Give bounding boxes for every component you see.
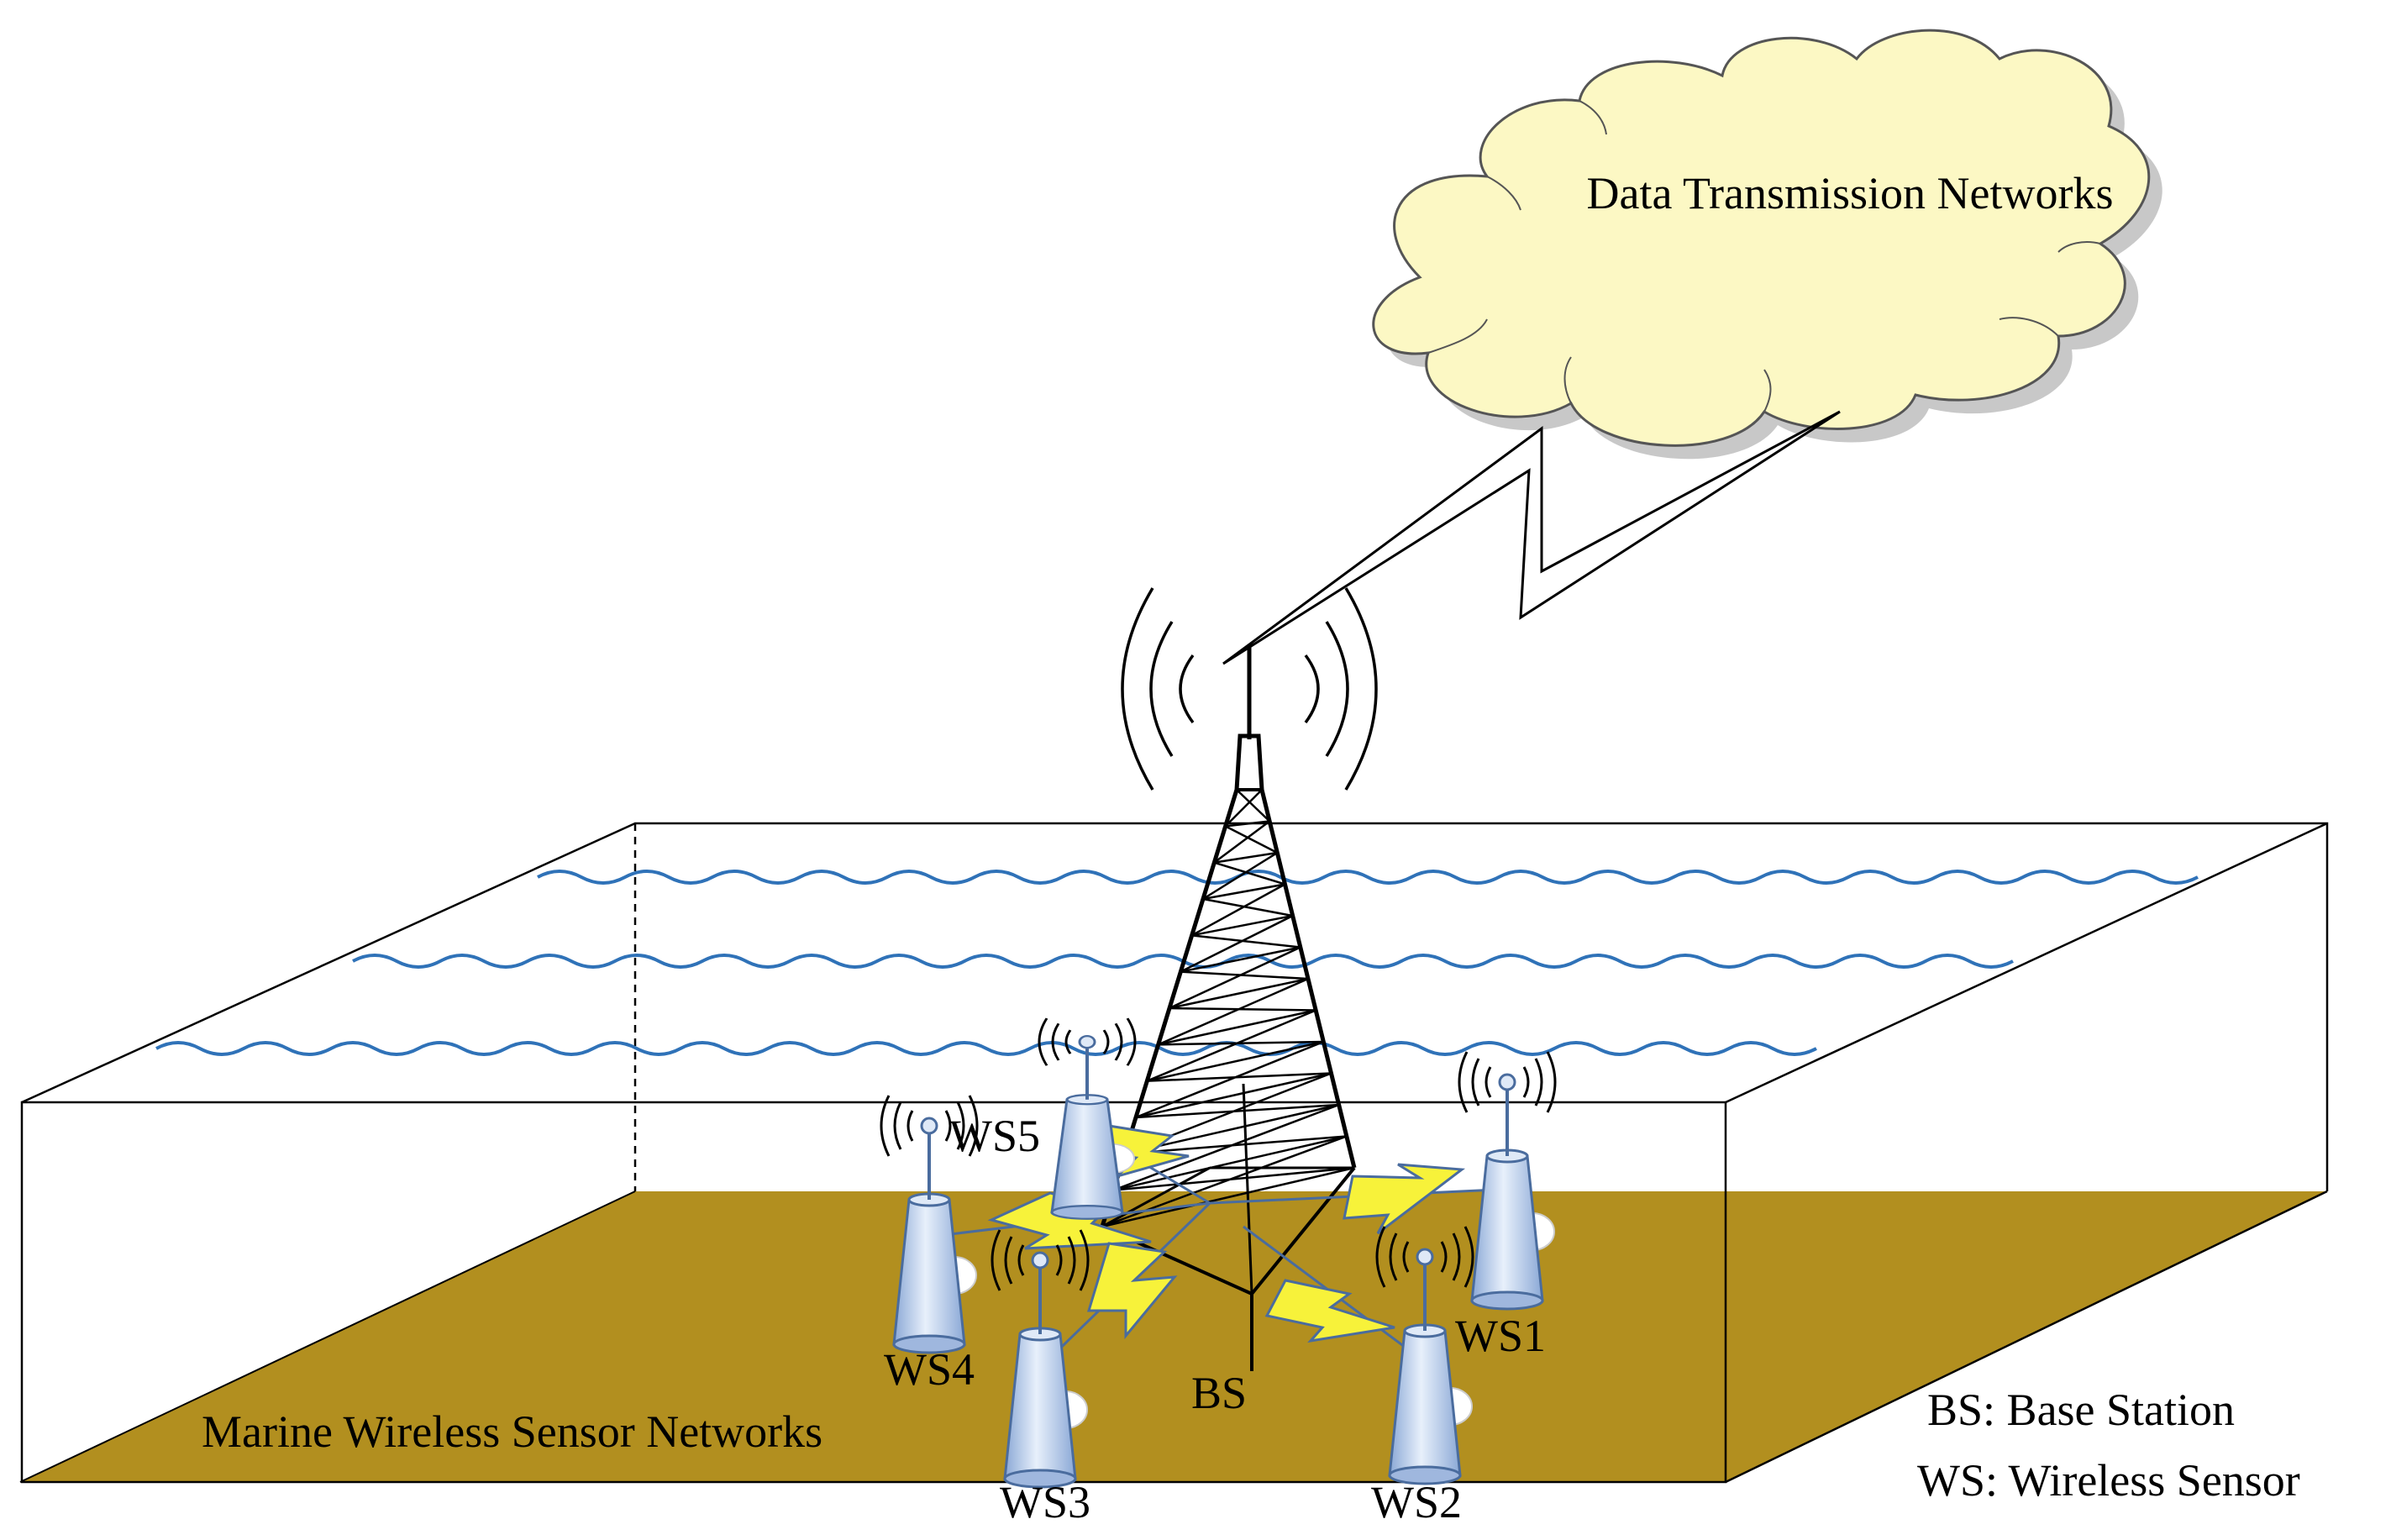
tower-brace (1169, 1007, 1316, 1012)
region-label: Marine Wireless Sensor Networks (202, 1406, 822, 1457)
tower-brace (1224, 789, 1263, 828)
tower-brace (1225, 825, 1278, 854)
data-transmission-cloud: Data Transmission Networks (1372, 29, 2162, 460)
wave-line (537, 870, 2199, 885)
ws4-label: WS4 (884, 1344, 975, 1395)
seabed-floor (20, 1191, 2327, 1482)
tower-brace (1213, 820, 1270, 864)
wave-line (155, 1041, 1817, 1056)
tower-brace (1147, 1072, 1332, 1082)
legend-bs: BS: Base Station (1927, 1385, 2235, 1435)
tower-brace (1112, 1103, 1340, 1191)
tower-brace (1202, 897, 1293, 917)
sensor-links (928, 1124, 1498, 1369)
tower-brace (1169, 977, 1309, 1010)
link-bolt-ws3 (1086, 1242, 1178, 1340)
tower-brace (1147, 1040, 1324, 1082)
tower-brace (1191, 914, 1293, 937)
tower-brace (1158, 977, 1309, 1046)
tower-brace (1213, 861, 1285, 886)
tower-brace (1135, 1072, 1332, 1119)
tower-brace (1169, 946, 1301, 1010)
ws5-label: WS5 (949, 1111, 1040, 1161)
link-bolt-ws1 (1343, 1163, 1466, 1235)
sea-waves (155, 870, 2199, 1056)
tower-brace (1236, 789, 1271, 823)
legend: BS: Base Station WS: Wireless Sensor (1917, 1385, 2300, 1506)
marine-region-box (19, 822, 2329, 1484)
tower-brace (1158, 1009, 1316, 1046)
tower-brace (1214, 851, 1278, 864)
tower-brace (1191, 883, 1286, 937)
uplink-bolt (1222, 410, 1841, 665)
tower-brace (1135, 1040, 1324, 1119)
tower-brace (1124, 1135, 1347, 1155)
bs-label: BS (1191, 1368, 1247, 1418)
tower-brace (1180, 914, 1294, 973)
link-bolt-ws2 (1264, 1279, 1395, 1343)
tower-brace (1135, 1103, 1339, 1119)
tower-brace (1113, 1135, 1348, 1191)
tower-brace (1101, 1166, 1355, 1228)
ws2-label: WS2 (1371, 1477, 1462, 1527)
tower-brace (1180, 970, 1309, 980)
legend-ws: WS: Wireless Sensor (1917, 1455, 2300, 1506)
ws3-label: WS3 (1000, 1477, 1090, 1527)
tower-brace (1225, 820, 1270, 828)
tower-brace (1158, 1040, 1324, 1046)
ws1-label: WS1 (1455, 1311, 1546, 1361)
tower-brace (1202, 883, 1285, 901)
tower-brace (1180, 946, 1301, 973)
tower-brace (1202, 851, 1278, 901)
tower-brace (1146, 1009, 1316, 1082)
tower-brace (1191, 934, 1301, 949)
cloud-label: Data Transmission Networks (1586, 168, 2113, 218)
